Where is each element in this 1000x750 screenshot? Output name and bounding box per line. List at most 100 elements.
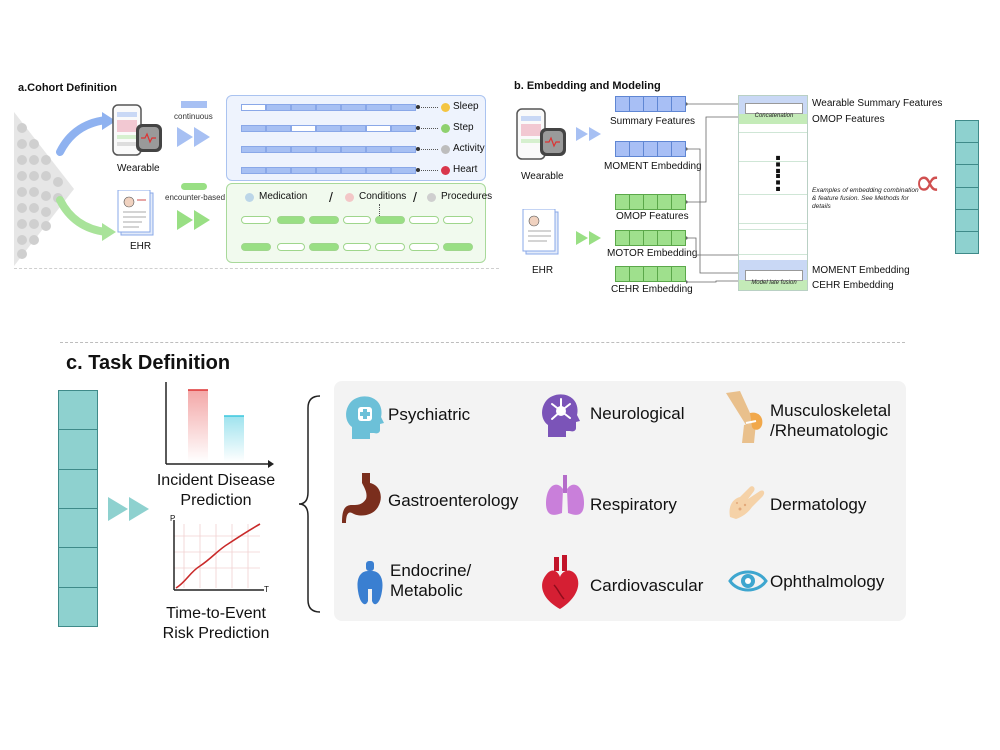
signal-label-heart: Heart xyxy=(453,164,478,175)
category-endocrine: Endocrine/ Metabolic xyxy=(390,561,472,600)
signal-segment xyxy=(391,146,416,153)
sleep-icon xyxy=(441,103,450,112)
medication-icon xyxy=(245,193,254,202)
signal-segment xyxy=(266,104,291,111)
category-gastroenterology: Gastroenterology xyxy=(388,491,519,510)
double-arrow-icon xyxy=(576,231,601,245)
signal-segment xyxy=(291,104,316,111)
dotted-connector xyxy=(416,128,438,129)
signal-segment xyxy=(316,146,341,153)
signal-segment xyxy=(366,125,391,132)
concat-output-wearable-summary: Wearable Summary Features xyxy=(812,98,943,109)
proportional-symbol: ∝ xyxy=(914,160,942,204)
task-incident-disease: Incident Disease Prediction xyxy=(156,472,276,509)
ehr-document-icon xyxy=(522,209,559,255)
separator: / xyxy=(329,189,333,205)
eye-icon xyxy=(728,570,768,592)
category-dermatology: Dermatology xyxy=(770,495,867,514)
curly-brace-icon xyxy=(298,395,321,613)
brain-neuron-icon xyxy=(542,394,580,437)
signal-segment xyxy=(241,125,266,132)
continuous-swatch xyxy=(181,101,207,108)
procedures-icon xyxy=(427,193,436,202)
category-respiratory: Respiratory xyxy=(590,495,677,514)
ellipsis: ⋮ xyxy=(767,152,789,177)
section-b-wearable-label: Wearable xyxy=(521,171,564,182)
signal-segment xyxy=(341,104,366,111)
double-arrow-icon xyxy=(177,127,210,147)
signal-segment xyxy=(391,125,416,132)
dotted-connector xyxy=(416,170,438,171)
knee-joint-icon xyxy=(726,391,763,443)
category-neurological: Neurological xyxy=(590,404,685,423)
signal-segment xyxy=(316,104,341,111)
task-time-to-event: Time-to-Event Risk Prediction xyxy=(162,605,270,642)
section-a-divider xyxy=(14,268,499,269)
signal-segment xyxy=(241,104,266,111)
signal-segment xyxy=(291,167,316,174)
section-b-divider xyxy=(60,342,905,343)
dotted-connector xyxy=(416,149,438,150)
wearable-device-icon xyxy=(112,104,162,156)
connector-dot xyxy=(416,126,420,130)
signal-row-heart: Heart xyxy=(241,164,481,177)
axis-t-label: T xyxy=(264,585,269,594)
section-a-ehr-label: EHR xyxy=(130,241,152,252)
dotted-connector xyxy=(379,204,380,216)
signal-segment xyxy=(266,146,291,153)
signal-segment xyxy=(341,167,366,174)
lungs-icon xyxy=(546,475,584,515)
skin-hand-icon xyxy=(729,486,765,519)
ehr-type-medication: Medication xyxy=(259,191,308,202)
ehr-document-icon xyxy=(117,190,154,236)
category-cardiovascular: Cardiovascular xyxy=(590,576,704,595)
section-b-ehr-label: EHR xyxy=(532,265,554,276)
signal-segment xyxy=(316,167,341,174)
activity-icon xyxy=(441,145,450,154)
cehr-embedding-vector xyxy=(615,266,686,282)
encounter-label: encounter-based xyxy=(165,193,226,202)
signal-segment xyxy=(241,146,266,153)
input-motor-embedding: MOTOR Embedding xyxy=(607,248,698,259)
wearable-device-icon xyxy=(516,108,566,160)
concatenation-box: Concatenation xyxy=(745,103,803,119)
ellipsis: ⋮ xyxy=(767,170,789,195)
double-arrow-icon xyxy=(576,127,601,141)
ehr-type-header: Medication / Conditions / Procedures xyxy=(245,189,492,205)
double-arrow-icon xyxy=(108,497,149,521)
output-risk-vector xyxy=(955,120,979,254)
disease-category-panel: Psychiatric Neurological Musculoskeletal… xyxy=(334,381,906,621)
stomach-icon xyxy=(342,473,381,523)
fusion-note: Examples of embedding combination & feat… xyxy=(812,187,919,210)
signal-segment xyxy=(291,146,316,153)
signal-label-step: Step xyxy=(453,122,474,133)
section-a-title: a.Cohort Definition xyxy=(18,82,117,94)
fusion-output-moment: MOMENT Embedding xyxy=(812,265,910,276)
signal-label-sleep: Sleep xyxy=(453,101,479,112)
incident-disease-chart-icon xyxy=(165,382,274,468)
fusion-output-cehr: CEHR Embedding xyxy=(812,280,894,291)
fusion-stack: Concatenation ⋮ ⋮ Model late fusion xyxy=(738,95,808,291)
head-plus-icon xyxy=(346,396,384,439)
risk-vector-column xyxy=(58,390,98,627)
dotted-connector xyxy=(416,107,438,108)
signal-segment xyxy=(241,167,266,174)
fusion-connector-lines xyxy=(686,102,738,284)
signal-row-activity: Activity xyxy=(241,143,485,156)
split-arrows-icon xyxy=(56,112,116,241)
section-a-wearable-label: Wearable xyxy=(117,163,160,174)
axis-p-label: P xyxy=(170,514,176,523)
signal-segment xyxy=(266,167,291,174)
ehr-type-conditions: Conditions xyxy=(359,191,407,202)
signal-segment xyxy=(391,167,416,174)
summary-features-vector xyxy=(615,96,686,112)
signal-segment xyxy=(341,146,366,153)
category-psychiatric: Psychiatric xyxy=(388,405,471,424)
input-cehr-embedding: CEHR Embedding xyxy=(611,284,693,295)
connector-dot xyxy=(416,105,420,109)
concat-output-omop: OMOP Features xyxy=(812,114,885,125)
double-arrow-icon xyxy=(177,210,210,230)
input-summary-features: Summary Features xyxy=(610,116,696,127)
signal-segment xyxy=(291,125,316,132)
section-b-title: b. Embedding and Modeling xyxy=(514,80,661,92)
